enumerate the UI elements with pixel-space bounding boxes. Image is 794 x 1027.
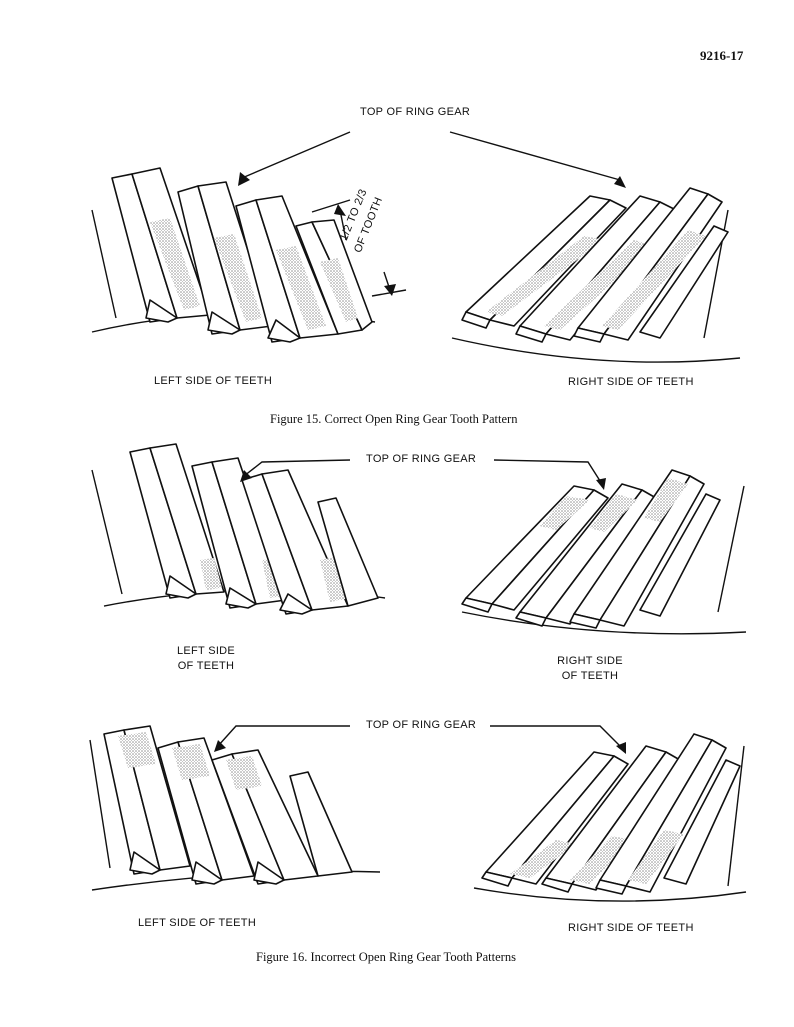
fig16b-left-gear-drawing	[89, 725, 381, 891]
fig16a-left-side-label-line2: OF TEETH	[177, 660, 235, 672]
fig16b-right-gear-drawing	[473, 733, 747, 902]
fig15-right-side-label: RIGHT SIDE OF TEETH	[568, 376, 694, 388]
fig15-measure-arrows	[311, 199, 407, 297]
fig16a-left-gear-drawing	[91, 443, 386, 615]
fig16a-left-side-label-line1: LEFT SIDE	[176, 645, 236, 657]
fig16-caption: Figure 16. Incorrect Open Ring Gear Toot…	[256, 950, 516, 964]
fig15-top-of-ring-gear-label: TOP OF RING GEAR	[360, 106, 471, 118]
fig15-caption: Figure 15. Correct Open Ring Gear Tooth …	[270, 412, 518, 426]
fig16a-right-gear-drawing	[461, 469, 747, 635]
fig15-top-leaders	[238, 131, 626, 188]
page-number: 9216-17	[700, 48, 744, 63]
fig16a-right-side-label-line2: OF TEETH	[561, 670, 619, 682]
fig16a-right-side-label-line1: RIGHT SIDE	[557, 655, 623, 667]
fig15-left-side-label: LEFT SIDE OF TEETH	[154, 375, 273, 387]
fig15-right-gear-drawing	[451, 187, 741, 363]
fig15-left-gear-drawing	[91, 167, 376, 343]
fig16b-top-of-ring-gear-label: TOP OF RING GEAR	[366, 719, 477, 731]
fig16a-top-leaders	[240, 459, 606, 490]
fig16b-top-leaders	[214, 725, 626, 754]
fig16b-right-side-label: RIGHT SIDE OF TEETH	[568, 922, 694, 934]
fig16a-top-of-ring-gear-label: TOP OF RING GEAR	[366, 453, 477, 465]
fig16b-left-side-label: LEFT SIDE OF TEETH	[138, 917, 257, 929]
